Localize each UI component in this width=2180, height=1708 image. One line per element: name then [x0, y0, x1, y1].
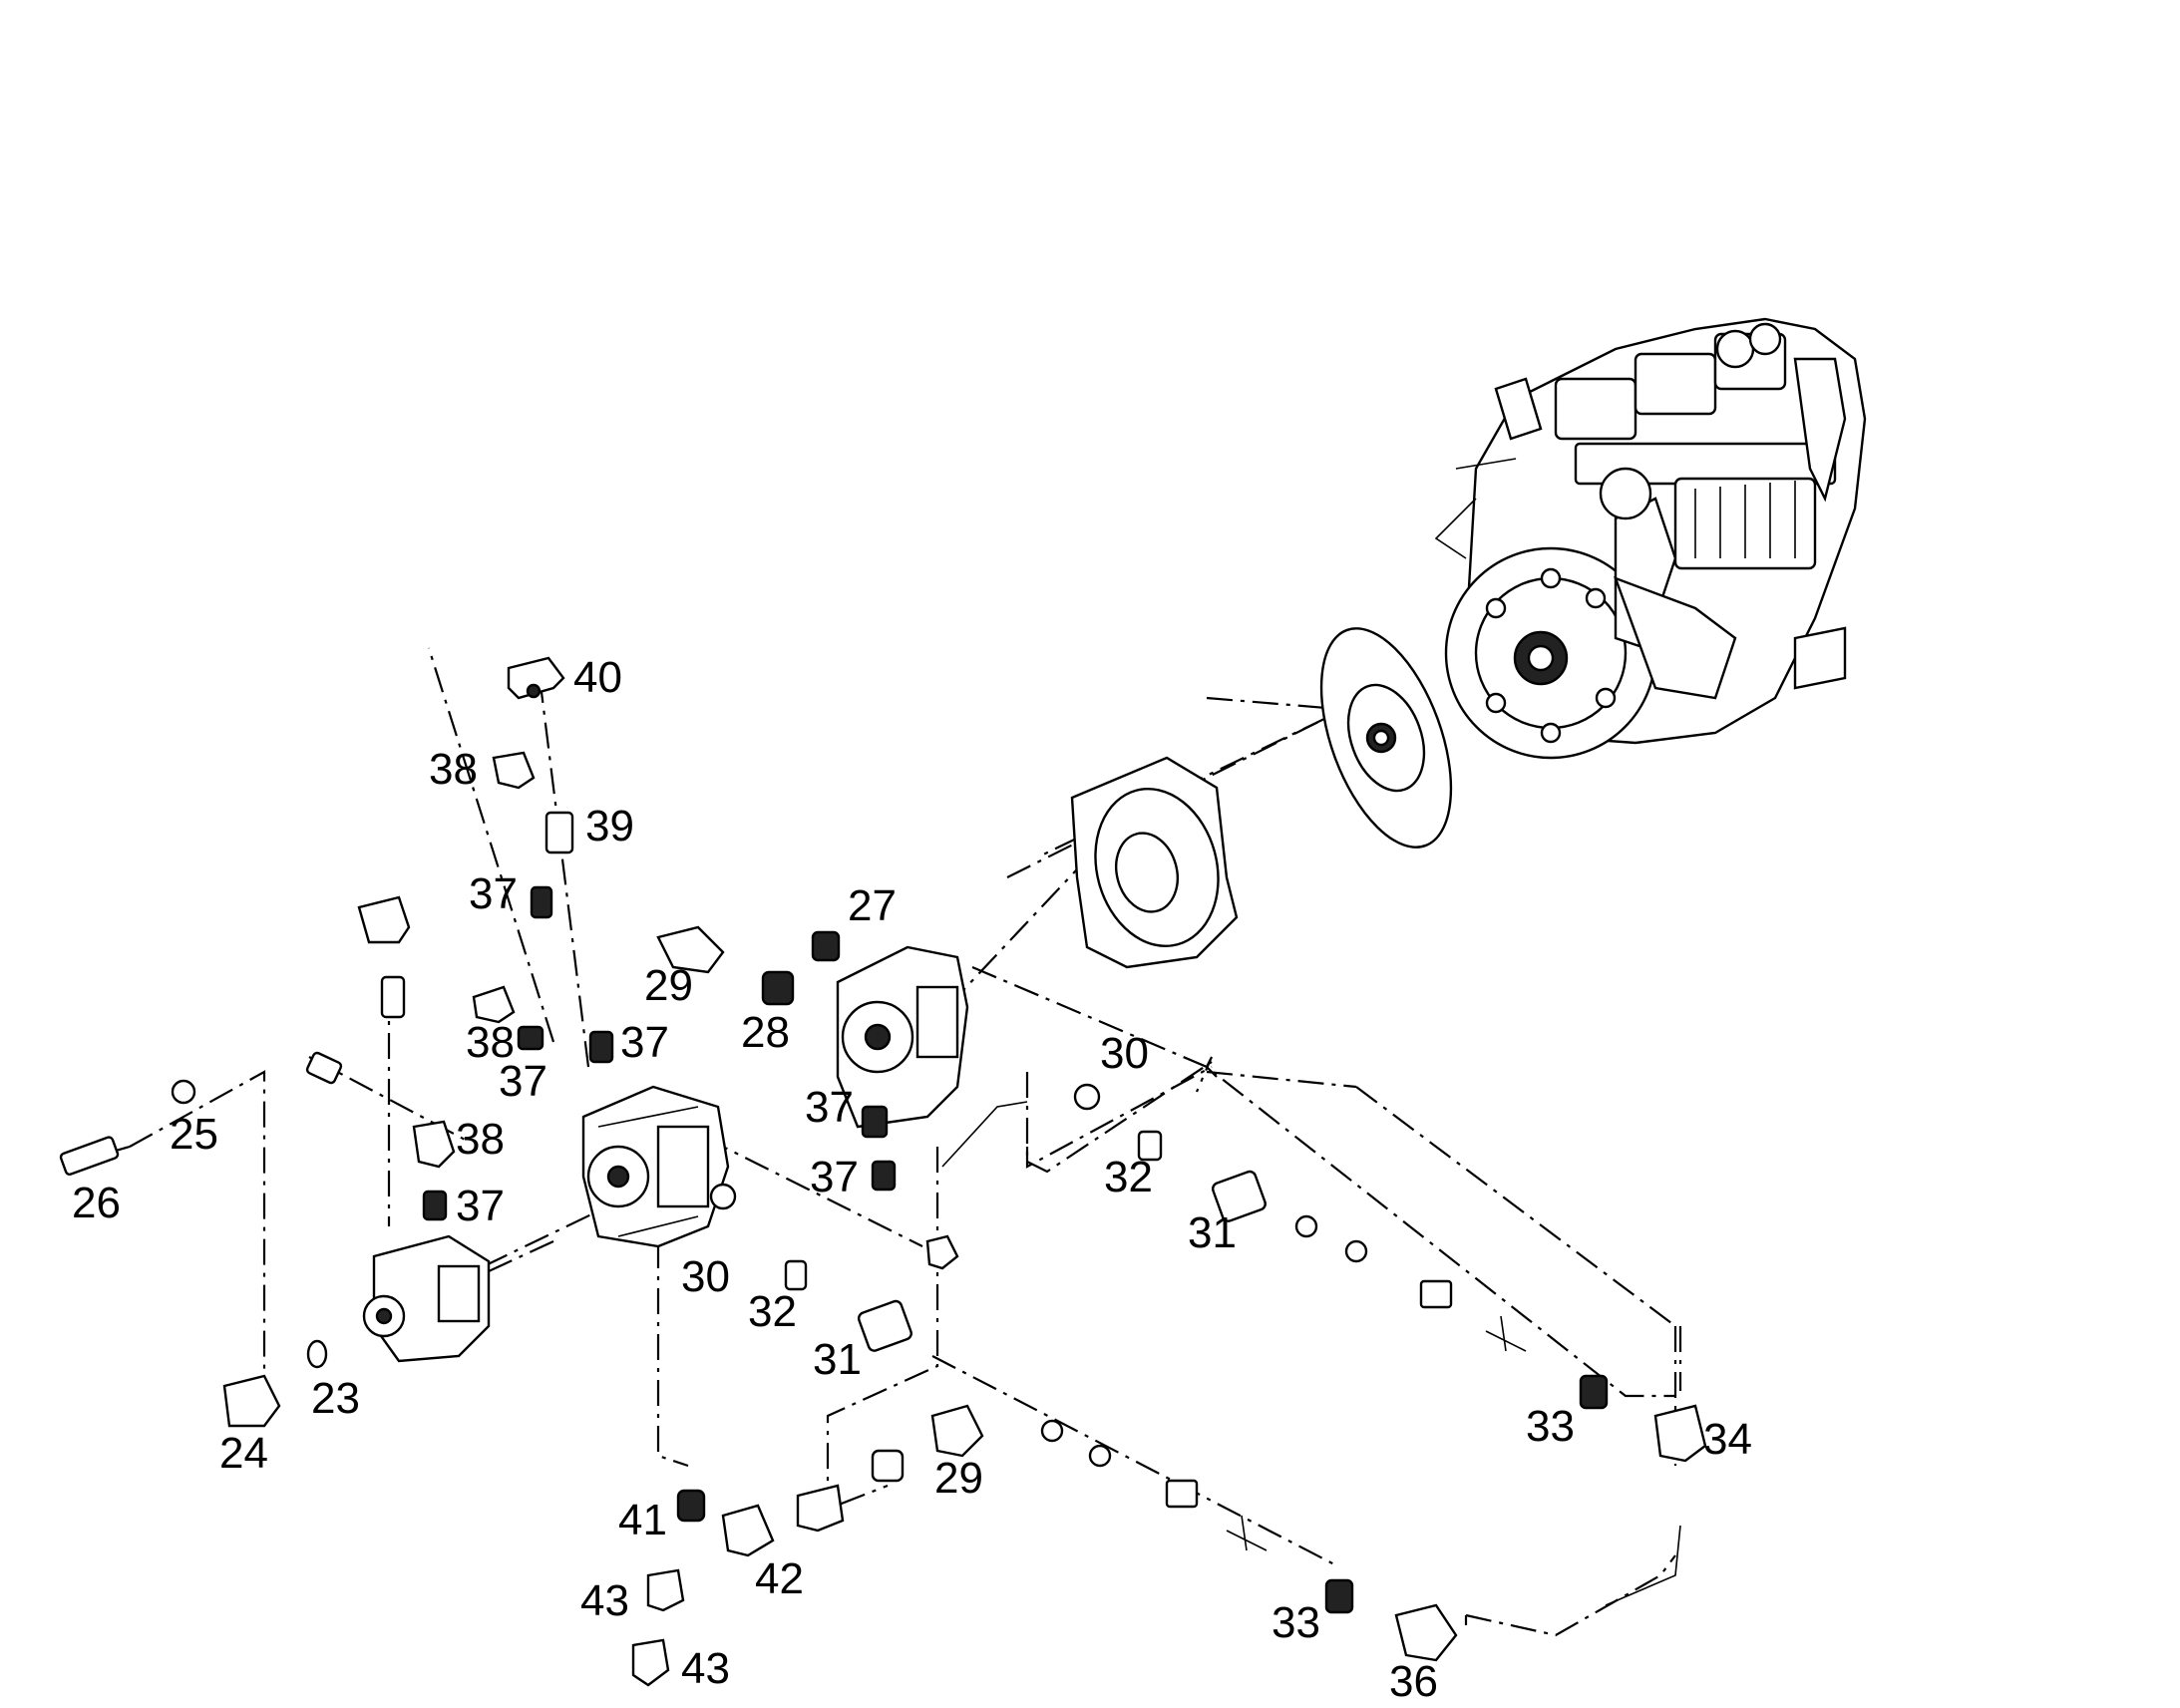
bell-housing-adapter: [1070, 756, 1239, 969]
label-37: 37: [469, 869, 518, 918]
label-32: 32: [748, 1287, 797, 1336]
label-28: 28: [741, 1008, 790, 1057]
rear-pump: [362, 1234, 491, 1363]
fittings: [59, 656, 1707, 1687]
label-24: 24: [219, 1429, 268, 1478]
label-25: 25: [170, 1110, 218, 1159]
label-38: 38: [466, 1018, 515, 1067]
label-33: 33: [1272, 1598, 1320, 1647]
label-30: 30: [681, 1252, 730, 1301]
label-29: 29: [644, 961, 693, 1010]
center-pump: [581, 1085, 730, 1248]
label-29: 29: [934, 1454, 983, 1503]
label-34: 34: [1703, 1415, 1752, 1464]
part-labels: 40 38 39 37 27 29 28 38 37 37 30 37 25 3…: [72, 653, 1752, 1706]
label-30: 30: [1100, 1029, 1149, 1078]
label-38: 38: [456, 1115, 505, 1164]
label-37: 37: [805, 1083, 854, 1132]
label-37: 37: [456, 1182, 505, 1230]
label-37: 37: [620, 1018, 669, 1067]
label-38: 38: [429, 745, 478, 794]
flex-plate: [1319, 627, 1453, 849]
label-37: 37: [810, 1153, 859, 1201]
label-39: 39: [585, 802, 634, 851]
label-43: 43: [681, 1644, 730, 1693]
label-27: 27: [848, 881, 897, 930]
label-31: 31: [813, 1335, 862, 1384]
label-31: 31: [1188, 1208, 1237, 1257]
label-36: 36: [1389, 1657, 1438, 1706]
label-40: 40: [573, 653, 622, 702]
label-33: 33: [1526, 1402, 1575, 1451]
label-23: 23: [311, 1374, 360, 1423]
front-pump: [836, 945, 969, 1129]
label-37: 37: [499, 1057, 547, 1106]
label-32: 32: [1104, 1153, 1153, 1201]
label-42: 42: [755, 1554, 804, 1603]
label-43: 43: [580, 1576, 629, 1625]
label-26: 26: [72, 1179, 121, 1227]
engine-assembly: [1434, 317, 1867, 760]
label-41: 41: [618, 1496, 667, 1544]
